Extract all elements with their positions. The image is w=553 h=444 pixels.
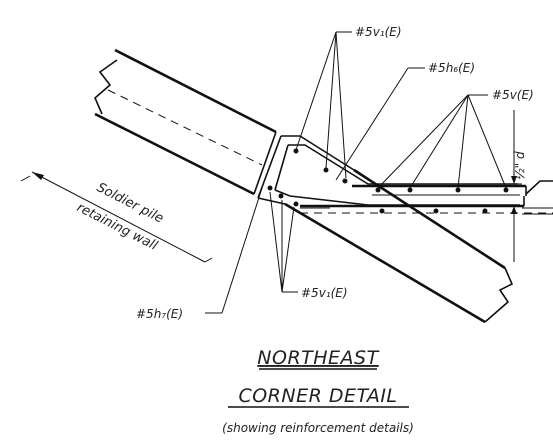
wall-dimension-arrow: [20, 171, 213, 263]
label-v1-bottom: #5v₁(E): [301, 286, 348, 300]
label-v: #5v(E): [492, 88, 534, 102]
label-h6: #5h₆(E): [428, 61, 475, 75]
subtitle: (showing reinforcement details): [222, 421, 414, 435]
label-v1-top: #5v₁(E): [355, 25, 402, 39]
label-h7: #5h₇(E): [136, 307, 183, 321]
title-line2: CORNER DETAIL: [238, 385, 397, 407]
title-line1: NORTHEAST: [257, 347, 379, 369]
slab: [300, 180, 553, 215]
leader-lines: [205, 31, 507, 314]
depth-dimension: [509, 110, 522, 262]
label-depth: ½" d: [513, 151, 527, 180]
reinforcement-bars: [267, 144, 520, 214]
soldier-pile-wall: [94, 48, 277, 196]
